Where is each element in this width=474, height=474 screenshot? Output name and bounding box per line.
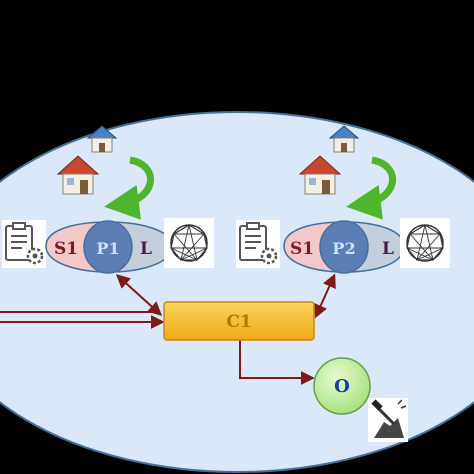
right-p-region — [319, 220, 369, 274]
house-icon — [328, 125, 360, 153]
clipboard-gear-icon — [2, 220, 46, 268]
network-icon — [164, 218, 214, 268]
right-p-label: P2 — [332, 239, 355, 258]
left-p-label: P1 — [96, 239, 119, 258]
controller-label: C1 — [226, 312, 251, 332]
controller-box — [163, 301, 315, 341]
right-s-label: S1 — [290, 239, 314, 259]
left-p-region — [83, 220, 133, 274]
output-node — [313, 357, 371, 415]
house-icon — [298, 155, 342, 195]
cycle-arrow-icon — [346, 156, 396, 220]
right-group: S1 P2 L — [236, 125, 450, 274]
output-label: O — [334, 376, 350, 397]
hammer-wall-icon — [368, 398, 408, 442]
left-s-label: S1 — [54, 239, 78, 259]
left-l-label: L — [140, 239, 152, 259]
left-group: S1 P1 L — [2, 125, 214, 274]
p2-controller-arrow — [314, 273, 336, 319]
network-icon — [400, 218, 450, 268]
house-icon — [56, 155, 100, 195]
controller-output-arrow — [239, 340, 315, 385]
p1-controller-arrow — [115, 274, 163, 316]
house-icon — [86, 125, 118, 153]
right-l-label: L — [382, 239, 394, 259]
cycle-arrow-icon — [104, 156, 154, 220]
clipboard-gear-icon — [236, 220, 280, 268]
